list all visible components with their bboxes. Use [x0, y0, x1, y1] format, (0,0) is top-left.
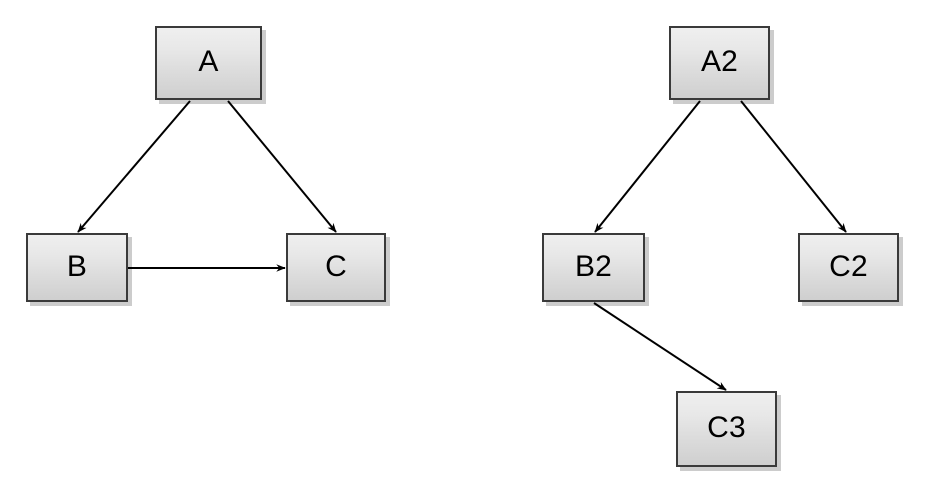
edge-a2-to-c2 — [740, 100, 847, 233]
edge-a-to-b — [77, 100, 191, 233]
node-c2[interactable]: C2 — [798, 233, 899, 302]
node-label-c: C — [325, 249, 347, 283]
node-a[interactable]: A — [155, 26, 262, 100]
node-label-a2: A2 — [700, 45, 739, 78]
node-b2[interactable]: B2 — [542, 233, 645, 302]
node-a2[interactable]: A2 — [669, 26, 770, 100]
node-label-b: B — [66, 249, 88, 283]
edge-a2-to-b2 — [594, 100, 701, 233]
edge-b2-to-c3 — [593, 302, 727, 391]
node-b[interactable]: B — [26, 233, 128, 302]
edge-a-to-c — [227, 100, 337, 233]
node-c[interactable]: C — [286, 233, 386, 302]
node-label-c2: C2 — [829, 249, 868, 283]
node-label-a: A — [198, 45, 219, 78]
node-label-b2: B2 — [574, 249, 613, 283]
node-label-c3: C3 — [707, 411, 746, 444]
node-c3[interactable]: C3 — [676, 391, 777, 467]
